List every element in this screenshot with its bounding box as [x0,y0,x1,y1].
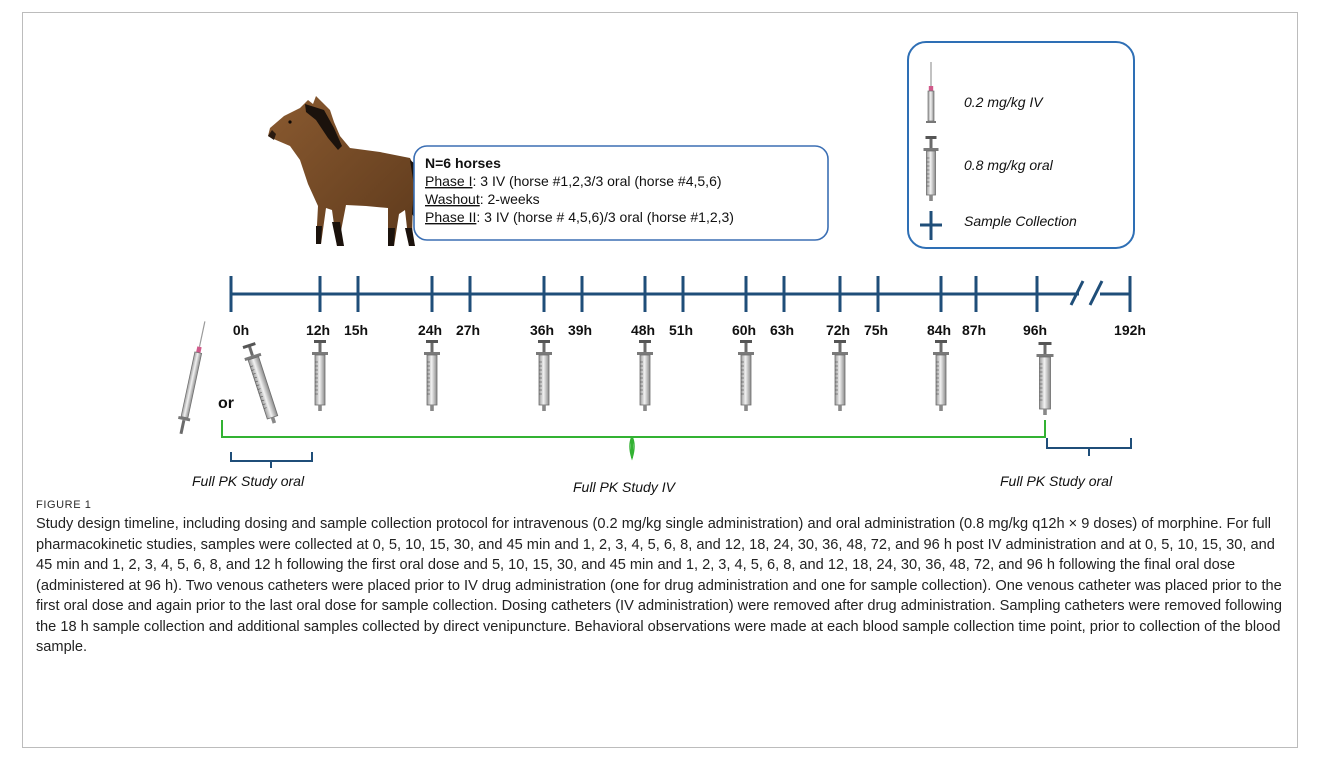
timeline-break-mark [1069,280,1085,306]
washout-term: Washout [425,191,480,207]
info-box-title: N=6 horses [425,155,501,171]
legend-iv-label: 0.2 mg/kg IV [964,94,1044,110]
tick-label-63h: 63h [770,322,794,338]
legend-oral-label: 0.8 mg/kg oral [964,157,1054,173]
oral-dose-syringe-icon [738,340,754,411]
final-oral-study-bracket [1046,438,1132,456]
oral-dose-syringe-icon [1036,342,1054,415]
study-info-box: N=6 horses Phase I: 3 IV (horse #1,2,3/3… [413,145,829,241]
phase-two-line: Phase II: 3 IV (horse # 4,5,6)/3 oral (h… [425,209,734,225]
tick-label-51h: 51h [669,322,693,338]
timeline-break-mark [1088,280,1104,306]
figure-label: FIGURE 1 [36,499,92,511]
tick-label-72h: 72h [826,322,850,338]
tick-label-39h: 39h [568,322,592,338]
oral-dose-syringe-icon [536,340,552,411]
washout-detail: : 2-weeks [480,191,540,207]
figure-frame [22,12,1298,748]
legend-sample-label: Sample Collection [964,213,1077,229]
washout-line: Washout: 2-weeks [425,191,540,207]
tick-label-0h: 0h [233,322,249,338]
oral-dose-syringe-icon [312,340,328,411]
final-oral-span-label: Full PK Study oral [1000,473,1113,489]
or-label: or [218,395,234,412]
tick-label-75h: 75h [864,322,888,338]
phase-one-term: Phase I [425,173,472,189]
dose-syringes [178,321,1054,435]
tick-label-87h: 87h [962,322,986,338]
oral-dose-syringe-icon [637,340,653,411]
phase-one-detail: : 3 IV (horse #1,2,3/3 oral (horse #4,5,… [472,173,721,189]
oral-dose-syringe-icon [242,342,279,424]
oral-dose-syringe-icon [424,340,440,411]
tick-label-15h: 15h [344,322,368,338]
tick-label-24h: 24h [418,322,442,338]
tick-label-27h: 27h [456,322,480,338]
tick-label-60h: 60h [732,322,756,338]
iv-dose-syringe-icon [178,321,206,435]
phase-two-detail: : 3 IV (horse # 4,5,6)/3 oral (horse #1,… [476,209,734,225]
oral-dose-syringe-icon [933,340,949,411]
iv-span-label: Full PK Study IV [573,479,677,495]
first-oral-span-label: Full PK Study oral [192,473,305,489]
phase-one-line: Phase I: 3 IV (horse #1,2,3/3 oral (hors… [425,173,722,189]
iv-study-bracket [221,420,1046,458]
iv-bracket-point [629,436,635,461]
legend-sample-collection-cross-icon [920,211,942,240]
timeline: 0h 12h 15h 24h 27h 36h 39h 48h 51h 60h 63h 72h 75h 84… [229,276,1146,338]
study-timeline-diagram: N=6 horses Phase I: 3 IV (horse #1,2,3/3… [178,41,1146,495]
horse-image [268,96,420,246]
tick-label-192h: 192h [1114,322,1146,338]
legend-iv-syringe-icon [926,62,936,123]
study-brackets [221,420,1132,468]
tick-label-96h: 96h [1023,322,1047,338]
first-oral-study-bracket [230,452,313,468]
legend-box: 0.2 mg/kg IV 0.8 mg/kg oral Sample Colle… [907,41,1135,249]
figure-caption-text: Study design timeline, including dosing … [36,516,1282,655]
phase-two-term: Phase II [425,209,476,225]
tick-label-12h: 12h [306,322,330,338]
oral-dose-syringe-icon [832,340,848,411]
figure-caption: FIGURE 1 Study design timeline, includin… [36,499,1286,658]
tick-label-48h: 48h [631,322,655,338]
tick-label-36h: 36h [530,322,554,338]
legend-oral-syringe-icon [923,136,939,201]
tick-label-84h: 84h [927,322,951,338]
